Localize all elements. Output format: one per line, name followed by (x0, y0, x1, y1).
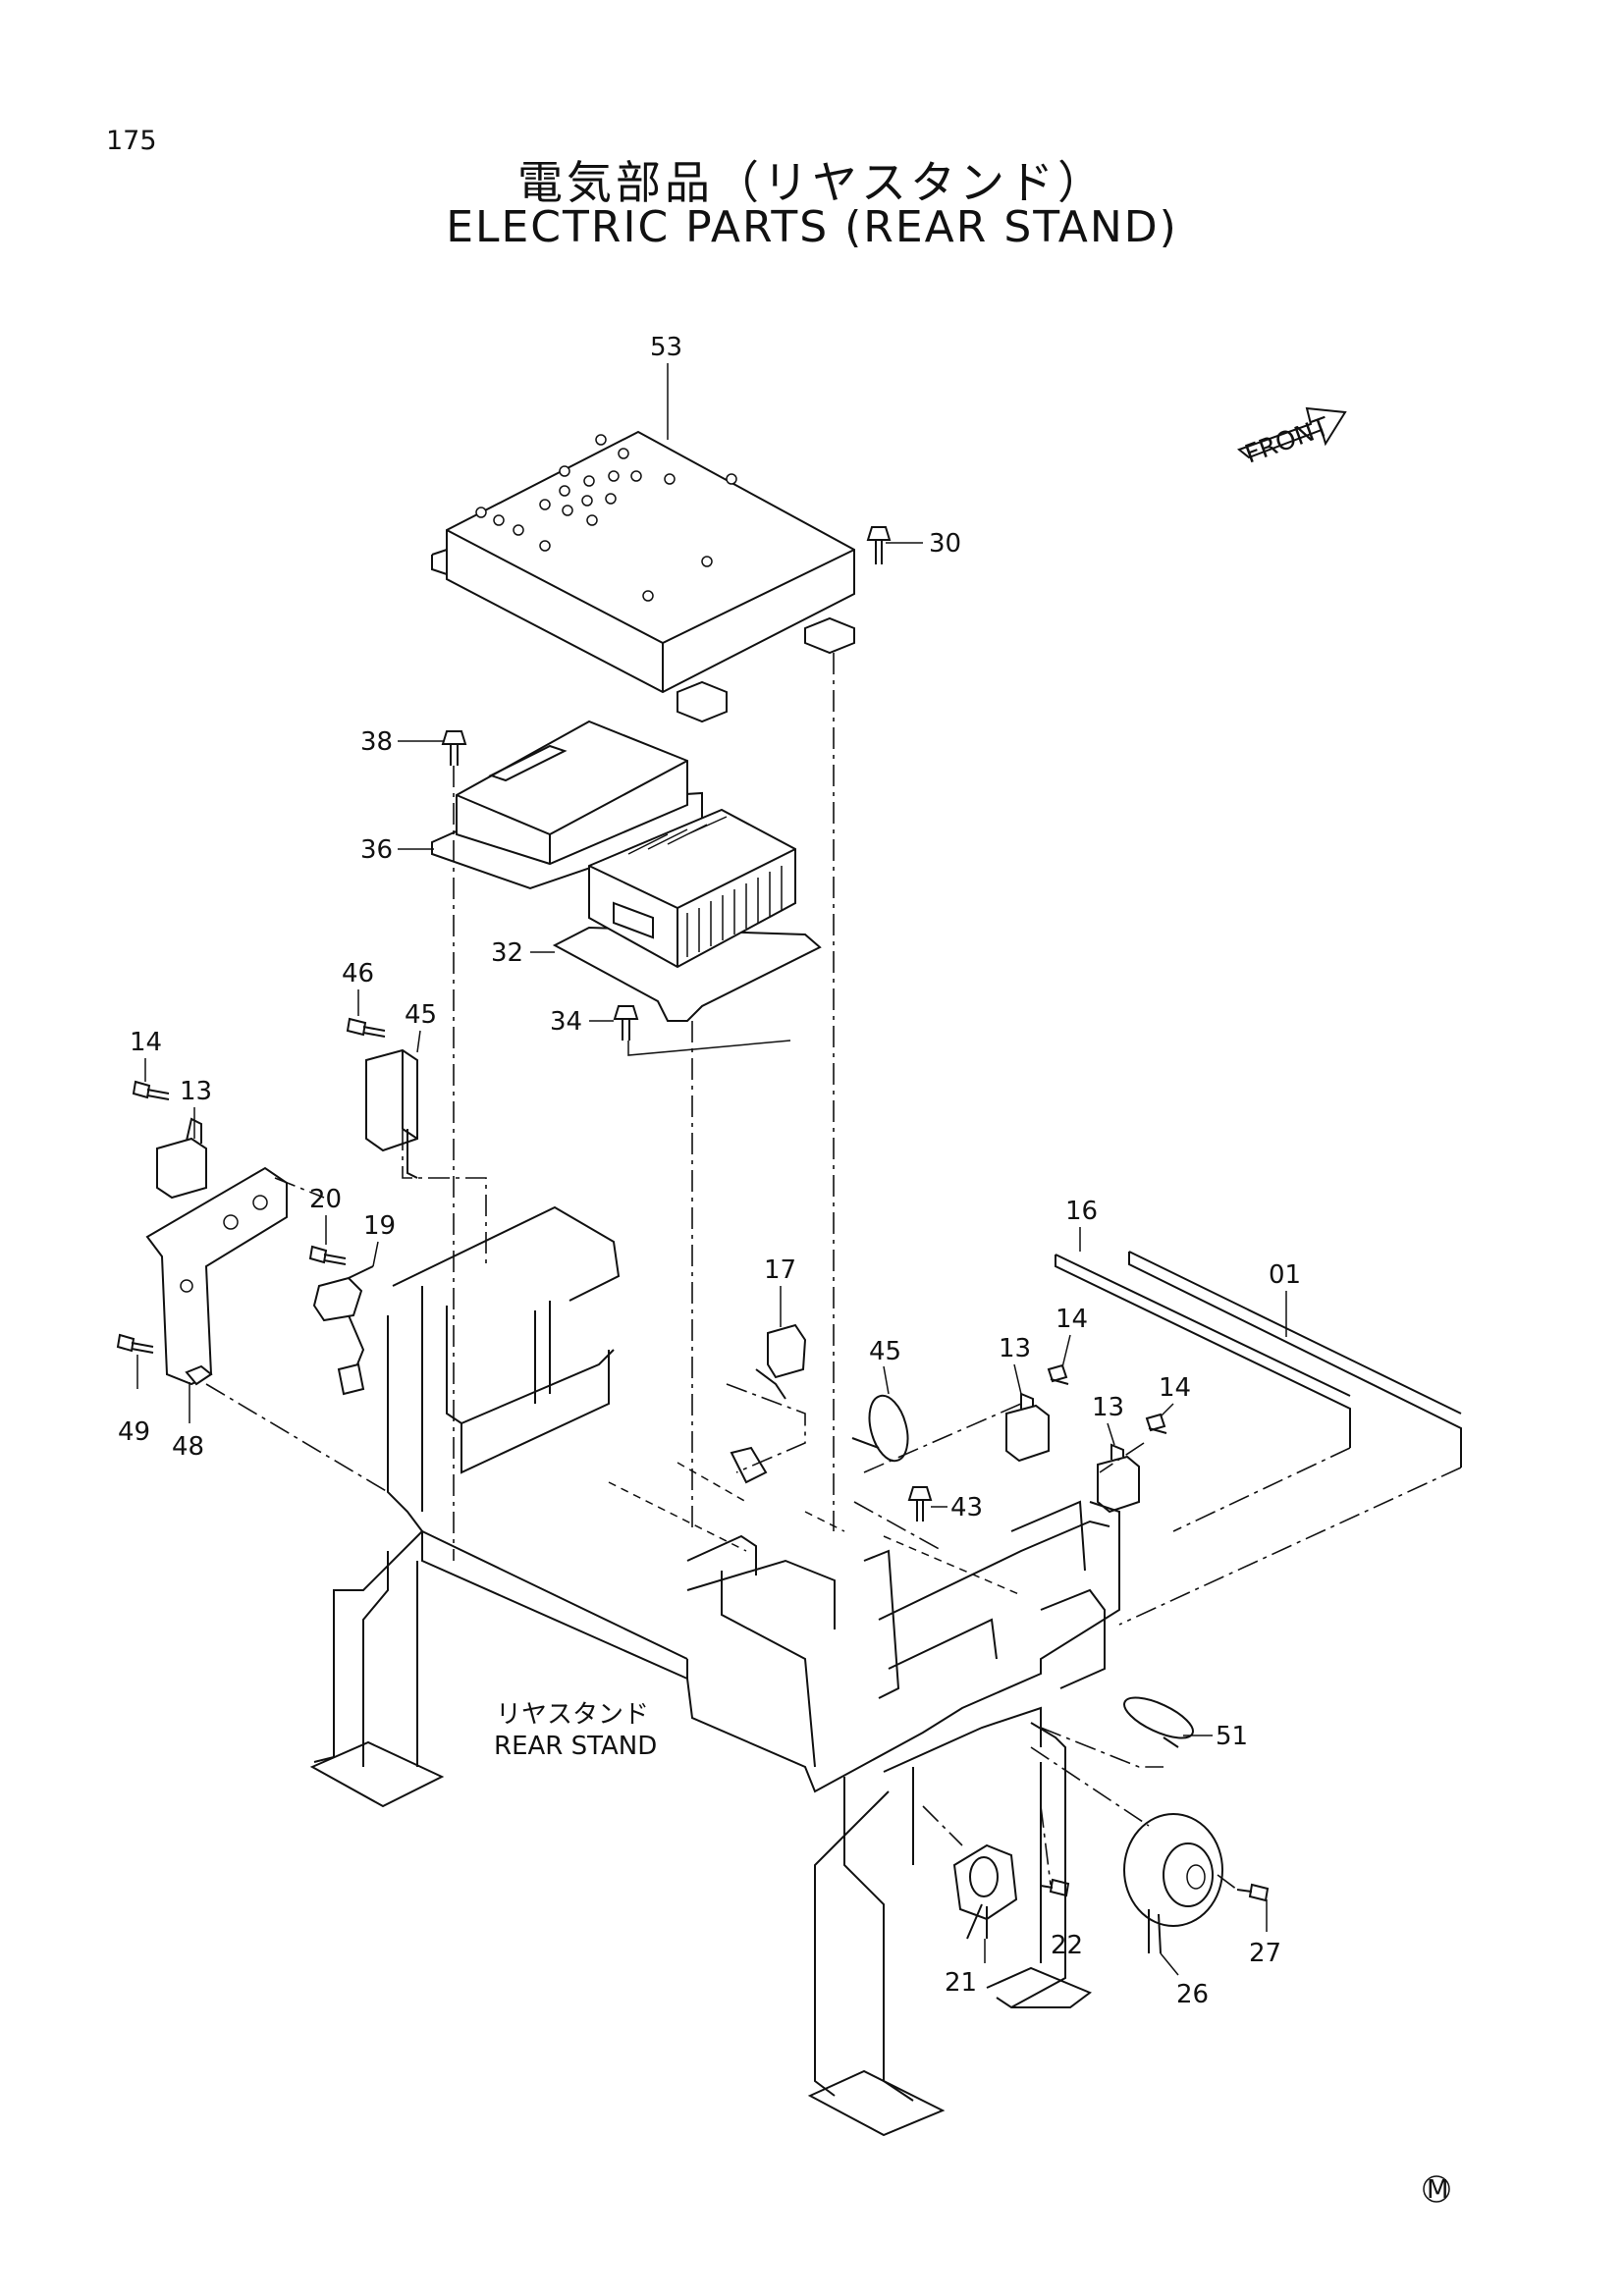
callout-14-right: 14 (1159, 1373, 1191, 1403)
callout-53: 53 (650, 333, 682, 362)
horn-21 (952, 1843, 1018, 1940)
box-45 (365, 1048, 418, 1179)
callout-13-right: 13 (1092, 1393, 1124, 1422)
clamp-band-45 (851, 1394, 909, 1463)
ecu-36 (431, 720, 703, 890)
page-title-japanese: 電気部品（リヤスタンド） (517, 156, 1107, 209)
relay-13-left (156, 1117, 207, 1200)
relay-13-center (1005, 1392, 1050, 1463)
horn-26 (1123, 1813, 1223, 1954)
relay-13-right (1097, 1443, 1140, 1514)
callout-leaders (136, 363, 1287, 1976)
rear-stand-frame (309, 1205, 1120, 2137)
callout-32: 32 (491, 938, 523, 968)
bolt-22-icon (1040, 1878, 1070, 1897)
callout-20: 20 (309, 1185, 342, 1214)
rear-stand-label-jp: リヤスタンド (496, 1700, 649, 1730)
harness-16 (1055, 1254, 1351, 1448)
callout-27: 27 (1249, 1939, 1281, 1968)
callout-36: 36 (360, 835, 393, 865)
callout-49: 49 (118, 1417, 150, 1447)
clamp-band-51 (1123, 1696, 1194, 1748)
front-label: FRONT (1241, 412, 1333, 470)
page-number: 175 (106, 126, 157, 156)
callout-19: 19 (363, 1211, 396, 1241)
bolt-27-icon (1236, 1883, 1270, 1902)
rear-stand-label: REAR STAND (494, 1732, 657, 1761)
callout-38: 38 (360, 727, 393, 757)
callout-22: 22 (1051, 1931, 1083, 1960)
callout-26: 26 (1176, 1980, 1209, 2009)
callout-13-left: 13 (180, 1077, 212, 1106)
bolt-43-icon (907, 1486, 933, 1522)
bolt-46-icon (346, 1017, 386, 1038)
bolt-14a-icon (132, 1080, 170, 1100)
callout-labels: 53 30 38 36 32 34 46 45 14 13 20 19 49 4… (118, 333, 1301, 2009)
callout-30: 30 (929, 529, 961, 559)
callout-13-center: 13 (999, 1334, 1031, 1363)
bolt-38-icon (441, 730, 467, 766)
bolt-34-icon (613, 1005, 639, 1041)
page-title: ELECTRIC PARTS (REAR STAND) (446, 202, 1178, 252)
bolt-20-icon (308, 1245, 347, 1265)
callout-45-upper: 45 (405, 1000, 437, 1030)
callout-14-left: 14 (130, 1028, 162, 1057)
front-arrow-icon: FRONT (1236, 406, 1347, 470)
callout-43: 43 (950, 1493, 983, 1522)
sensor-17 (755, 1323, 807, 1400)
bolt-30-icon (866, 526, 892, 564)
callout-45-lower: 45 (869, 1337, 901, 1366)
m-marker-text: M (1427, 2175, 1448, 2205)
relay-module-32 (552, 808, 822, 1022)
bolt-14b-icon (1047, 1363, 1069, 1385)
callout-21: 21 (945, 1968, 977, 1998)
bracket-48 (145, 1166, 288, 1386)
callout-14-center: 14 (1056, 1305, 1088, 1334)
callout-51: 51 (1216, 1722, 1248, 1751)
harness-01 (1128, 1251, 1462, 1468)
bolt-14c-icon (1145, 1413, 1167, 1434)
m-marker-icon: M (1423, 2175, 1450, 2205)
leader-lines (205, 653, 1462, 1891)
callout-46: 46 (342, 959, 374, 988)
callout-17: 17 (764, 1255, 796, 1285)
callout-48: 48 (172, 1432, 204, 1462)
callout-34: 34 (550, 1007, 582, 1037)
callout-16: 16 (1065, 1197, 1098, 1226)
callout-01: 01 (1269, 1260, 1301, 1290)
bolt-49-icon (116, 1333, 154, 1354)
sensor-19 (312, 1265, 374, 1396)
controller-box-53 (431, 430, 855, 723)
